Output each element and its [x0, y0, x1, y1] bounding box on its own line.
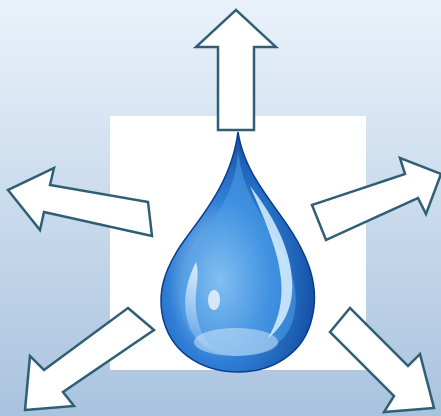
water-drop-glint — [208, 290, 220, 310]
water-drop-reflection — [194, 328, 278, 356]
